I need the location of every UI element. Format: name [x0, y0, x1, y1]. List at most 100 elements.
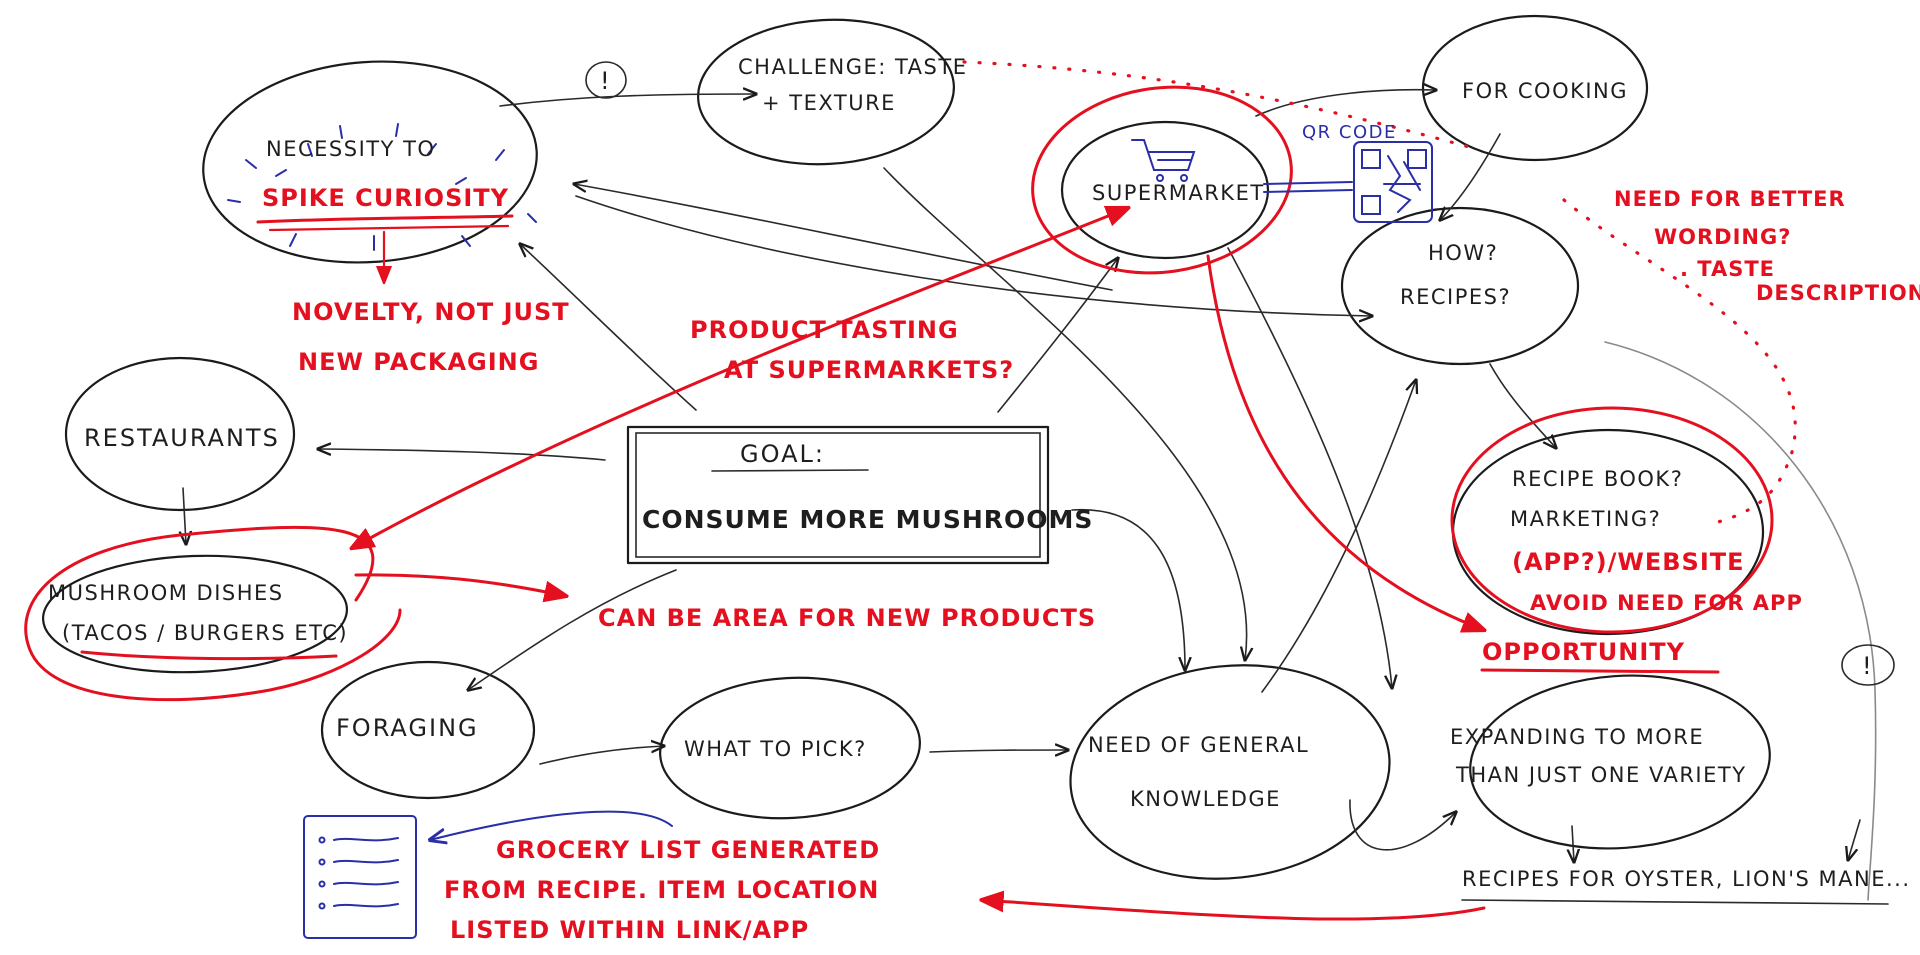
- novelty-line2: NEW PACKAGING: [298, 348, 539, 376]
- node-outlines: [41, 14, 1895, 901]
- opportunity-note: OPPORTUNITY: [1482, 638, 1685, 666]
- arrow-curiosity-to-how: [575, 195, 1372, 316]
- arrow-curiosity-to-challenge: [499, 94, 756, 107]
- arrow-knowledge-loop-to-expanding: [1349, 799, 1456, 851]
- arrow-goal-to-restaurants: [318, 449, 606, 461]
- tasting-line1: PRODUCT TASTING: [690, 316, 959, 344]
- qr-code-label: QR CODE: [1302, 122, 1397, 143]
- dishes-bubble: [41, 554, 349, 674]
- wording-underline: [1444, 676, 1712, 696]
- restaurants-label: RESTAURANTS: [84, 424, 280, 452]
- expanding-bubble: [1469, 674, 1771, 850]
- what-to-pick-bubble: [659, 676, 921, 820]
- wording-line2: WORDING?: [1654, 225, 1791, 249]
- red-labels: SPIKE CURIOSITY (APP?)/WEBSITE NOVELTY, …: [262, 184, 1920, 944]
- arrow-goal-to-supermarket: [997, 258, 1118, 413]
- qr-code-icon: [1353, 141, 1433, 223]
- recipes-underline: [1461, 899, 1889, 905]
- arrow-goal-to-foraging: [468, 569, 677, 690]
- supermarket-bubble: [1060, 120, 1270, 260]
- dishes-line1: MUSHROOM DISHES: [48, 581, 284, 605]
- arrow-recipes-to-grocery: [982, 900, 1486, 921]
- challenge-line2: + TEXTURE: [762, 91, 896, 115]
- knowledge-line1: NEED OF GENERAL: [1088, 733, 1309, 757]
- arrow-challenge-to-knowledge: [883, 167, 1247, 660]
- recipe-line1: RECIPE BOOK?: [1512, 467, 1683, 491]
- arrow-supermarket-to-expanding: [1227, 247, 1392, 688]
- qr-link-lines: [1263, 181, 1353, 193]
- what-to-pick-label: WHAT TO PICK?: [684, 737, 867, 761]
- wording-line4: DESCRIPTION: [1756, 281, 1920, 305]
- arrow-cooking-to-how: [1440, 133, 1501, 220]
- opportunity-underline: [1480, 668, 1720, 674]
- arrow-how-to-recipe: [1489, 363, 1556, 448]
- right-edge-curve: [1604, 341, 1877, 901]
- blue-elements: [227, 123, 1433, 939]
- expand-line2: THAN JUST ONE VARIETY: [1455, 763, 1747, 787]
- tasting-line2: AT SUPERMARKETS?: [724, 356, 1014, 384]
- goal-title: GOAL:: [740, 440, 825, 468]
- how-line2: RECIPES?: [1400, 285, 1511, 309]
- knowledge-line2: KNOWLEDGE: [1130, 787, 1281, 811]
- goal-underline: [711, 469, 869, 472]
- challenge-line1: CHALLENGE: TASTE: [738, 55, 967, 79]
- dishes-underline: [80, 650, 338, 661]
- cart-icon: [1131, 139, 1196, 182]
- curiosity-underline: [256, 214, 514, 224]
- avoid-app-note: AVOID NEED FOR APP: [1530, 591, 1803, 615]
- restaurants-bubble: [64, 356, 296, 512]
- grocery-line3: LISTED WITHIN LINK/APP: [450, 916, 809, 944]
- recipe-line3: (APP?)/WEBSITE: [1512, 548, 1745, 576]
- supermarket-label: SUPERMARKET: [1092, 181, 1265, 205]
- recipes-oyster-label: RECIPES FOR OYSTER, LION'S MANE...: [1462, 867, 1911, 891]
- expand-line1: EXPANDING TO MORE: [1450, 725, 1704, 749]
- curiosity-sparks: [227, 123, 537, 251]
- arrow-expanding-to-recipes: [1572, 825, 1574, 862]
- goal-box-outer: [626, 425, 1050, 565]
- bang-right-label: !: [1862, 652, 1872, 680]
- supermarket-red-circle: [1031, 85, 1293, 275]
- arrow-dishes-to-newproducts: [354, 573, 566, 596]
- goal-box-inner: [635, 432, 1041, 558]
- arrow-goal-to-curiosity: [520, 244, 697, 411]
- arrow-foraging-to-whattopick: [539, 746, 664, 765]
- curiosity-underline-2: [268, 224, 510, 232]
- arrow-supermarket-to-opportunity: [1206, 254, 1484, 630]
- goal-text: CONSUME MORE MUSHROOMS: [642, 505, 1093, 534]
- dotted-challenge-to-wording: [962, 60, 1482, 152]
- dotted-wording-to-recipe: [1562, 198, 1797, 524]
- bang-right-circle: [1841, 644, 1895, 686]
- challenge-bubble: [697, 18, 955, 166]
- knowledge-bubble: [1069, 664, 1391, 880]
- curiosity-line2: SPIKE CURIOSITY: [262, 184, 509, 212]
- bang-top-label: !: [600, 67, 610, 95]
- recipe-red-circle: [1450, 406, 1774, 634]
- red-annotations: [24, 60, 1797, 921]
- arrow-knowledge-to-how: [1261, 380, 1416, 693]
- curiosity-line1: NECESSITY TO: [266, 137, 435, 161]
- how-bubble: [1340, 206, 1580, 366]
- how-line1: HOW?: [1428, 241, 1498, 265]
- bang-top-circle: [585, 61, 627, 99]
- dishes-line2: (TACOS / BURGERS ETC): [62, 621, 348, 645]
- arrow-whattopick-to-knowledge: [929, 750, 1068, 752]
- dishes-red-loop: [24, 525, 402, 702]
- arrow-supermarket-to-dishes: [352, 208, 1128, 548]
- recipe-line2: MARKETING?: [1510, 507, 1661, 531]
- arrow-edge-to-recipes: [1848, 819, 1861, 860]
- arrow-supermarket-to-cooking: [1255, 90, 1436, 117]
- new-products-note: CAN BE AREA FOR NEW PRODUCTS: [598, 604, 1096, 632]
- wording-line1: NEED FOR BETTER: [1614, 187, 1846, 211]
- arrow-grocery-to-checklist: [430, 810, 673, 840]
- foraging-label: FORAGING: [336, 714, 479, 742]
- novelty-line1: NOVELTY, NOT JUST: [292, 298, 570, 326]
- node-labels: ! ! NECESSITY TO CHALLENGE: TASTE + TEXT…: [48, 55, 1911, 891]
- grocery-line2: FROM RECIPE. ITEM LOCATION: [444, 876, 879, 904]
- grocery-line1: GROCERY LIST GENERATED: [496, 836, 880, 864]
- foraging-bubble: [320, 660, 536, 800]
- checklist-icon: [303, 815, 417, 939]
- wording-line3: . TASTE: [1680, 257, 1775, 281]
- arrow-how-to-curiosity: [574, 184, 1113, 291]
- for-cooking-label: FOR COOKING: [1462, 79, 1628, 103]
